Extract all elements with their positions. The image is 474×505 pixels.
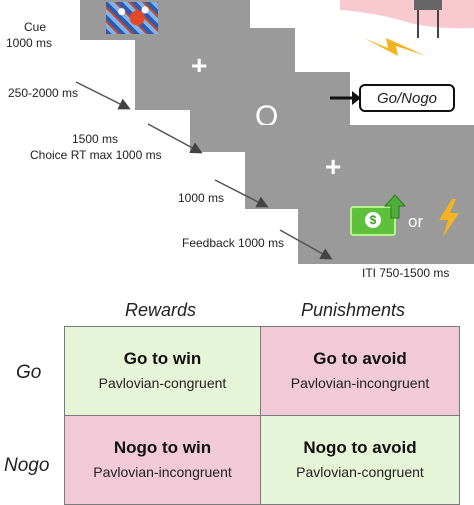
go-to-avoid-title: Go to avoid <box>313 349 407 368</box>
cue-image <box>106 2 158 34</box>
nogo-to-avoid-subtitle: Pavlovian-congruent <box>296 464 424 480</box>
target-duration-label: 1500 ms <box>72 132 119 146</box>
go-nogo-response-box: Go/Nogo <box>359 84 455 112</box>
choice-rt-label: Choice RT max 1000 ms <box>30 148 162 162</box>
go-to-avoid-subtitle: Pavlovian-incongruent <box>290 375 430 391</box>
feedback-screen: $ or <box>298 176 474 264</box>
cue-duration: 1000 ms <box>6 36 53 50</box>
go-to-avoid-cell: Go to avoid Pavlovian-incongruent <box>260 326 460 416</box>
lightning-icon <box>364 38 426 56</box>
delay-fixation-cross: + <box>325 151 342 182</box>
cue-label: Cue <box>24 20 47 34</box>
nogo-to-avoid-cell: Nogo to avoid Pavlovian-congruent <box>260 415 460 505</box>
go-to-win-title: Go to win <box>123 349 202 368</box>
lightning-icon <box>439 199 459 237</box>
feedback-label: Feedback 1000 ms <box>182 236 285 250</box>
punishments-header: Punishments <box>301 300 406 320</box>
nogo-to-win-subtitle: Pavlovian-incongruent <box>93 464 232 480</box>
iti-label: ITI 750-1500 ms <box>362 266 450 280</box>
go-row-label: Go <box>16 362 42 383</box>
target-letter: O <box>255 100 279 133</box>
interval2-label: 1000 ms <box>178 191 225 205</box>
rewards-header: Rewards <box>125 300 197 320</box>
up-arrow-icon <box>384 194 406 219</box>
response-arrow <box>330 91 361 105</box>
money-icon: $ <box>350 206 396 236</box>
nogo-row-label: Nogo <box>4 455 50 476</box>
go-to-win-cell: Go to win Pavlovian-congruent <box>64 326 261 416</box>
go-nogo-label: Go/Nogo <box>376 89 438 107</box>
or-text: or <box>408 212 424 231</box>
hand-electrode-illustration <box>340 0 474 38</box>
nogo-to-win-title: Nogo to win <box>113 438 212 457</box>
interval1-label: 250-2000 ms <box>8 86 79 100</box>
go-to-win-subtitle: Pavlovian-congruent <box>98 375 227 391</box>
nogo-to-win-cell: Nogo to win Pavlovian-incongruent <box>64 415 261 505</box>
nogo-to-avoid-title: Nogo to avoid <box>303 438 417 457</box>
